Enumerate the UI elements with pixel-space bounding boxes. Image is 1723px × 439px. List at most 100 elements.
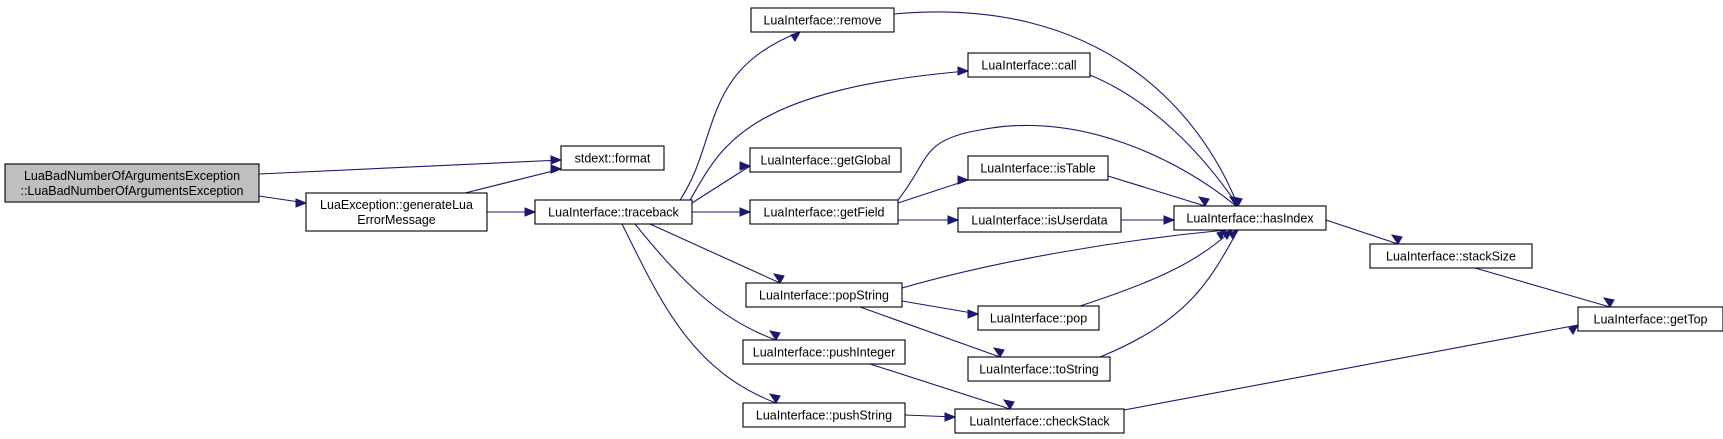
node-box (742, 339, 906, 365)
node-box (742, 402, 906, 428)
edge-traceback-to-pushinteger (634, 223, 781, 341)
edge-stacksize-to-gettop (1474, 267, 1615, 308)
node-pop[interactable]: LuaInterface::pop (977, 305, 1100, 331)
node-box (750, 7, 895, 33)
node-gettop[interactable]: LuaInterface::getTop (1577, 306, 1723, 332)
node-box (977, 305, 1100, 331)
nodes-layer: LuaBadNumberOfArgumentsException::LuaBad… (4, 7, 1723, 434)
edge-line (258, 159, 562, 175)
edge-getfield-to-isuserdata (898, 215, 960, 225)
node-stacksize[interactable]: LuaInterface::stackSize (1369, 243, 1533, 269)
edge-line (621, 223, 777, 404)
edge-line (897, 124, 1237, 207)
edge-arrowhead (1228, 196, 1241, 207)
node-box (534, 199, 693, 225)
node-box (749, 199, 899, 225)
edge-line (689, 70, 969, 201)
edge-arrowhead (944, 412, 957, 422)
edge-line (649, 223, 781, 284)
node-remove[interactable]: LuaInterface::remove (750, 7, 895, 33)
edge-arrowhead (768, 330, 781, 341)
edge-line (1107, 175, 1206, 207)
edge-arrowhead (524, 207, 537, 217)
edge-arrowhead (967, 309, 980, 319)
node-label: LuaInterface::getGlobal (761, 154, 891, 168)
node-box (967, 155, 1109, 181)
edge-traceback-to-getglobal (691, 161, 752, 204)
node-label: LuaInterface::hasIndex (1186, 212, 1314, 226)
edges-layer (258, 11, 1615, 422)
node-pushinteger[interactable]: LuaInterface::pushInteger (742, 339, 906, 365)
edge-arrowhead (739, 207, 752, 217)
edge-line (893, 11, 1239, 207)
node-checkstack[interactable]: LuaInterface::checkStack (954, 408, 1125, 434)
node-label: LuaInterface::isUserdata (971, 214, 1107, 228)
edge-istable-to-hasindex (1107, 175, 1210, 207)
node-tostring[interactable]: LuaInterface::toString (967, 356, 1111, 382)
edge-traceback-to-pushstring (621, 223, 781, 404)
edge-popstring-to-pop (901, 300, 980, 319)
node-istable[interactable]: LuaInterface::isTable (967, 155, 1109, 181)
edge-line (1325, 219, 1399, 245)
edge-traceback-to-getfield (692, 207, 752, 217)
edge-line (901, 300, 979, 315)
edge-generr-to-traceback (487, 207, 537, 217)
node-isuserdata[interactable]: LuaInterface::isUserdata (957, 207, 1122, 233)
edge-arrowhead (1228, 229, 1240, 240)
node-lbnoae[interactable]: LuaBadNumberOfArgumentsException::LuaBad… (4, 163, 260, 203)
edge-line (859, 306, 1001, 358)
edge-traceback-to-popstring (649, 223, 785, 284)
node-label: LuaInterface::call (981, 59, 1076, 73)
node-label: LuaInterface::getTop (1594, 313, 1708, 327)
edge-pushstring-to-checkstack (904, 412, 957, 422)
node-traceback[interactable]: LuaInterface::traceback (534, 199, 693, 225)
edge-popstring-to-tostring (859, 306, 1005, 358)
edge-getfield-to-hasindex (897, 124, 1241, 207)
node-box (305, 192, 488, 232)
node-label: LuaInterface::popString (759, 289, 889, 303)
edge-arrowhead (1568, 324, 1580, 335)
edge-line (691, 165, 751, 204)
edge-arrowhead (1163, 215, 1176, 225)
edge-call-to-hasindex (1089, 74, 1243, 207)
edge-line (1089, 74, 1239, 207)
edge-line (869, 363, 1011, 410)
edge-line (897, 179, 969, 204)
node-label: LuaInterface::checkStack (969, 415, 1110, 429)
node-label: ::LuaBadNumberOfArgumentsException (20, 184, 243, 198)
edge-arrowhead (768, 393, 781, 404)
edge-line (634, 223, 777, 341)
edge-lbnoae-to-generr (258, 195, 308, 208)
node-label: ErrorMessage (357, 213, 436, 227)
edge-hasindex-to-stacksize (1325, 219, 1403, 245)
edge-line (1079, 229, 1233, 307)
edge-popstring-to-hasindex (901, 229, 1228, 289)
node-box (1369, 243, 1533, 269)
node-box (4, 163, 260, 203)
edge-arrowhead (739, 161, 752, 171)
edge-traceback-to-call (689, 66, 970, 201)
edge-pushinteger-to-checkstack (869, 363, 1015, 410)
node-label: LuaInterface::toString (979, 363, 1099, 377)
node-hasindex[interactable]: LuaInterface::hasIndex (1173, 205, 1327, 231)
edge-arrowhead (992, 347, 1005, 358)
node-pushstring[interactable]: LuaInterface::pushString (742, 402, 906, 428)
node-label: LuaInterface::isTable (980, 162, 1095, 176)
node-label: LuaInterface::pop (990, 312, 1087, 326)
node-box (560, 145, 665, 171)
edge-generr-to-format (464, 164, 563, 194)
node-box (1577, 306, 1723, 332)
node-getglobal[interactable]: LuaInterface::getGlobal (749, 147, 902, 173)
edge-line (901, 229, 1227, 289)
edge-arrowhead (295, 198, 308, 208)
edge-arrowhead (957, 175, 970, 185)
node-format[interactable]: stdext::format (560, 145, 665, 171)
edge-getfield-to-istable (897, 175, 970, 204)
node-getfield[interactable]: LuaInterface::getField (749, 199, 899, 225)
node-popstring[interactable]: LuaInterface::popString (745, 282, 903, 308)
edge-arrowhead (790, 31, 802, 42)
edge-arrowhead (1390, 234, 1403, 245)
node-call[interactable]: LuaInterface::call (967, 52, 1091, 78)
